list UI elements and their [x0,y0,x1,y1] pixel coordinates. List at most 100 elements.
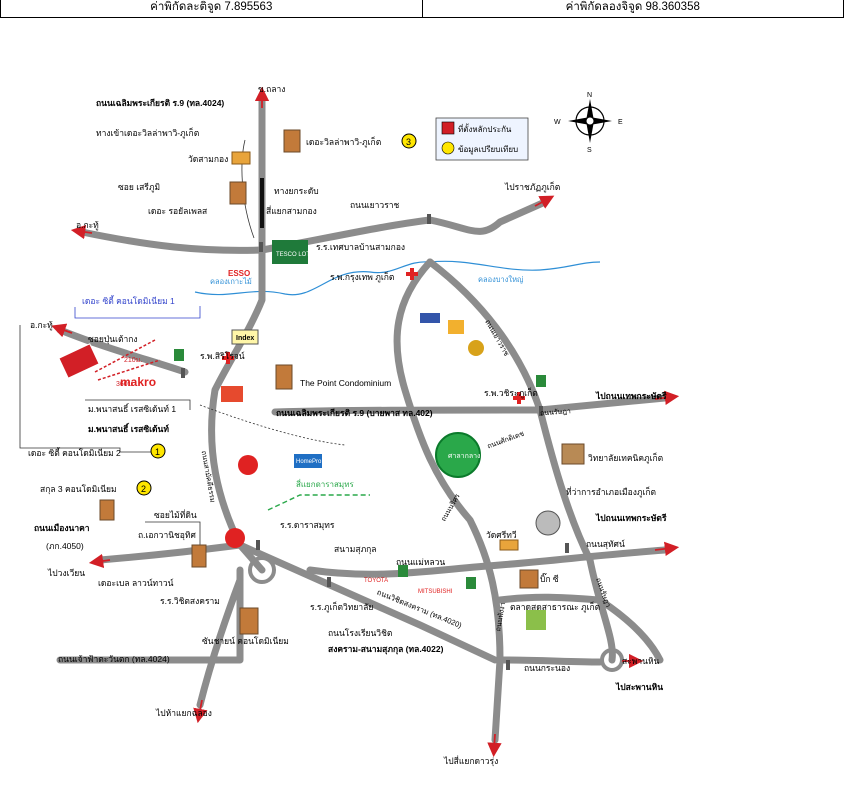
coordinate-table: ค่าพิกัดละติจูด 7.895563 ค่าพิกัดลองจิจู… [0,0,844,18]
villa-building-icon [283,129,301,153]
label-wat: วัดศรีทวี [486,530,517,540]
compass-e: E [618,119,623,126]
route-360 [97,359,161,381]
label-wat-samkong: วัดสามกอง [188,154,228,164]
district-office-emblem-icon [535,510,561,536]
marker-3: 3 [406,137,411,147]
label-city-condo-1: เดอะ ซิตี้ คอนโดมิเนียม 1 [82,295,175,306]
label-sunshine-condo: ซันชายน์ คอนโดมิเนียม [202,636,289,646]
traffic-lights [181,214,569,670]
label-homepro: HomePro [296,459,322,465]
marker-2: 2 [141,484,146,494]
label-to-chalong: ไปห้าแยกฉลอง [155,708,212,718]
label-to-kathu2: อ.กะทู้ [30,320,53,331]
label-esso: ESSO [228,269,250,278]
label-sam-kong-town: สนามสุภกุล [334,544,377,555]
arrow-to-chalong [193,699,208,724]
marker-1: 1 [155,447,160,457]
road-narot [496,593,664,664]
saphanhin-roundabout [600,648,624,672]
label-dist-210: 210ม. [124,357,142,364]
label-wichit-school: ร.ร.วิชิตสงคราม [160,596,220,606]
numbered-markers: 3 1 2 [136,133,417,496]
flower-logo-icon [238,455,258,475]
label-to-thalang: ข.ถลาง [258,84,285,94]
label-royal-place: เดอะ รอยัลเพลส [148,206,208,216]
label-bigc: บิ๊ก ซี [540,572,559,584]
compass-s: S [587,147,592,154]
seven-eleven-icon-4 [466,577,476,589]
khlong-kho-river [194,261,431,296]
index-logo-icon [231,329,259,345]
label-sakdidet: ถนนศักดิเดช [486,430,525,451]
legend-landmark-swatch [441,141,455,155]
label-phanason-1: ม.พนาสนธิ์ เรสซิเด้นท์ 1 [88,403,176,414]
label-rong-wichit: ถนนโรงเรียนวิชิต [328,628,392,638]
road-yaowarat-south [393,258,504,744]
road-mae-luan [306,546,669,578]
label-city-hall: ศาลากลาง [448,453,480,460]
label-index: Index [236,335,254,342]
arrow-to-kathu2 [51,323,73,338]
wat-icon [499,539,519,551]
gold-logo-icon [448,320,464,334]
label-city-condo-2: เดอะ ซิตี้ คอนโดมิเนียม 2 [28,447,121,458]
reference-lines [19,139,370,548]
label-school-dara: ร.ร.ดาราสมุทร [280,520,335,531]
villa-town-building-icon [191,544,207,568]
label-to-saphanhin: ไปสะพานหิน [615,682,663,692]
arrow-to-rajabhat [534,195,555,209]
label-soi-naitia: ซอยไม้ที่ดิน [154,509,197,520]
label-mueang-naka: ถนนเมืองนาคา [34,523,90,533]
tesco-logo-icon [272,240,308,264]
bracket-city-condo-1 [74,306,201,319]
label-toyota: TOYOTA [364,578,388,584]
label-overpass: ทางยกระดับ [274,186,319,196]
road-chaofa [56,566,244,664]
label-vachira: ร.พ.วชิระภูเก็ต [484,387,538,399]
c-logo-icon [221,386,243,402]
compass-n: N [587,92,592,99]
market-icon [526,610,546,630]
label-market: ตลาดสดสาธารณะ ภูเก็ต [510,601,600,613]
label-sakhon-junction: สี่แยกดาราสมุทร [296,478,355,489]
label-soi-entrance: ซอยปุ่นเต้ากง [88,334,138,345]
seven-eleven-icon-1 [174,349,184,361]
property-location [58,339,161,381]
label-songkram-rd: สงคราม-สนามสุภกุล (ทล.4022) [328,644,444,655]
label-dist-360: 360ม. [116,381,134,388]
label-chaofa: ถนนเจ้าฟ้าตะวันตก (ทล.4024) [58,654,170,664]
label-ranong: ถนนกระนอง [524,663,570,673]
landmark-icons [99,129,585,635]
bigc-building-icon [519,569,539,589]
label-district-office: ที่ว่าการอำเภอเมืองภูเก็ต [566,486,656,498]
label-sirirot: ร.พ.สิริโรจน์ [200,351,245,361]
leader-sakon [145,521,201,548]
label-soi-sritrakul: ซอย เสรีภูมิ [118,182,160,193]
label-chaloem-bypass: ถนนเฉลิมพระเกียรติ ร.9 (บายพาส ทล.402) [276,408,433,418]
label-khlong-kho: คลองเกาะไม้ [210,277,252,286]
temple-icon [231,151,251,165]
hospital-icons [222,268,525,404]
road-bypass-south [208,246,266,574]
label-sutham-school: ร.ร.ภูเก็ตวิทยาลัย [310,601,373,613]
label-to-wongwian: ไปวงเวียน [47,568,85,578]
legend-landmark-label: ข้อมูลเปรียบเทียบ [458,145,518,155]
rivers [194,260,601,296]
road-thepkrasattri [426,258,616,664]
label-to-thepkrasattri-1: ไปถนนเทพกระษัตรี [595,391,667,401]
arrow-to-thepkrasattri-1 [654,390,680,405]
road-to-chalong [196,576,244,709]
dashed-junction [267,494,370,511]
longitude-cell: ค่าพิกัดลองจิจูด 98.360358 [421,0,844,17]
label-the-villa: เดอะวิลล่าพาวิ-ภูเก็ต [306,136,381,148]
label-villa-town: เดอะเบล ลาวน์ทาวน์ [98,578,174,588]
road-mueang-naka [96,541,244,564]
leader-phanason [85,399,191,410]
label-road-chaloem-top: ถนนเฉลิมพระเกียรติ ร.9 (ทล.4024) [96,98,224,108]
arrow-to-thepkrasattri-2 [654,541,680,556]
vachira-hospital-icon [513,392,525,404]
label-mae-luan: ถนนแม่หลวน [396,557,445,567]
label-sakon: สกุล 3 คอนโดมิเนียม [40,484,117,495]
